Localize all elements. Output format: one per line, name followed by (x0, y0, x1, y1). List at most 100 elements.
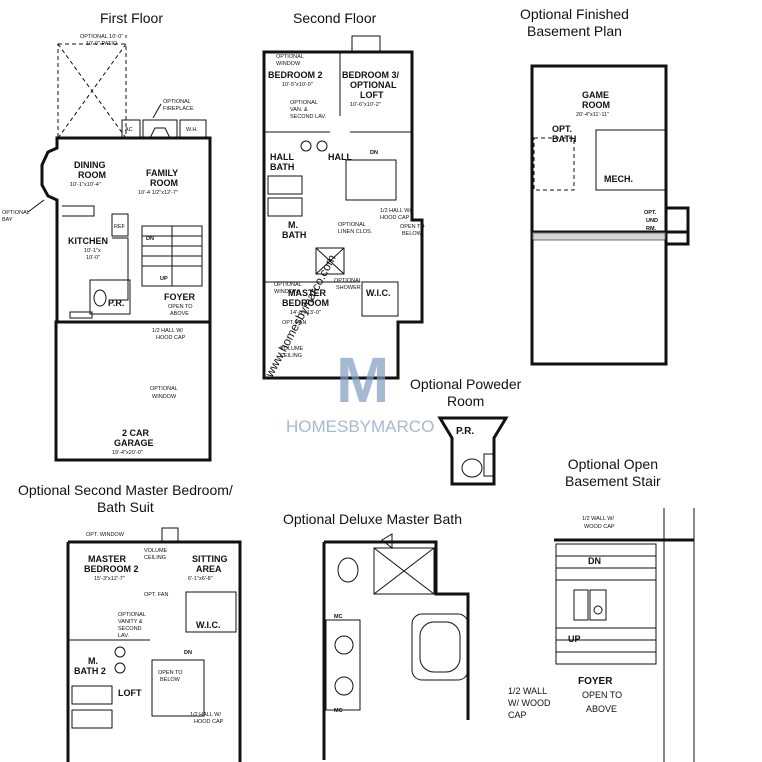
volume-ceiling-2: CEILING (280, 353, 302, 359)
master-bedroom-dim: 14'-0"x13'-0" (290, 310, 321, 316)
watermark-url: www.homesbymarco.com (262, 252, 339, 380)
deluxe-bath-outer-wall (322, 540, 470, 760)
basement-outer-wall (530, 64, 668, 366)
os-up-label: UP (568, 634, 581, 644)
os-half-wall-top-1: 1/2 WALL W/ (582, 516, 614, 522)
bedroom3-name: BEDROOM 3/ (342, 70, 400, 80)
os-stairs (555, 543, 657, 665)
heading-second-floor: Second Floor (293, 10, 377, 26)
sf-opt-fan: OPT. FAN (282, 320, 306, 326)
sm-volume-1: VOLUME (144, 548, 168, 554)
sm-master-name: MASTER (88, 554, 127, 564)
opt-bath-label-1: OPT. (552, 124, 572, 134)
mech-label: MECH. (604, 174, 633, 184)
sm-bath-name-2: BATH 2 (74, 666, 106, 676)
optional-bath (533, 137, 575, 191)
second-floor-plan: OPTIONAL WINDOW BEDROOM 2 10'-5"x10'-0" … (262, 35, 425, 380)
deluxe-toilet (337, 557, 359, 583)
master-bath-name: M. (288, 220, 298, 230)
walk-in-closet (361, 281, 399, 317)
deluxe-mc-bottom: MC (334, 708, 343, 714)
sm-vanity-4: LAV. (118, 633, 129, 639)
second-master-outer-wall (66, 540, 242, 762)
second-floor-chimney (351, 35, 381, 53)
basement-stairs-area (595, 129, 667, 191)
opt-shower-1: OPTIONAL (334, 278, 362, 284)
garage-name-1: 2 CAR (122, 428, 150, 438)
sm-wic-label: W.I.C. (196, 620, 221, 630)
family-room-name-2: ROOM (150, 178, 178, 188)
sf-opt-window-b-2: WINDOW (274, 289, 299, 295)
os-open-to: OPEN TO (582, 690, 622, 700)
van-label-2: VAN. & (290, 107, 308, 113)
opt-und-rm-1: OPT. (644, 210, 657, 216)
fireplace-label-2: FIREPLACE (163, 106, 194, 112)
os-half-wall-bot-3: CAP (508, 710, 527, 720)
powder-room-outline (437, 416, 509, 486)
sm-master-dim: 15'-3"x12'-7" (94, 576, 125, 582)
dining-room-dim: 10'-1"x10'-4" (70, 182, 101, 188)
refrigerator (111, 213, 129, 237)
sm-vanity-2: VANITY & (118, 619, 143, 625)
heading-basement-line2: Basement Plan (527, 23, 622, 39)
first-floor-outer-wall (40, 136, 212, 462)
hall-label: HALL (328, 152, 352, 162)
powder-pr-label: P.R. (456, 426, 474, 437)
linen-label-2: LINEN CLOS. (338, 229, 373, 235)
opt-bath-label-2: BATH (552, 134, 576, 144)
dining-room-name-2: ROOM (78, 170, 106, 180)
second-floor-stairs (345, 159, 397, 201)
watermark-brand: HOMESBYMARCO (286, 417, 434, 436)
stairs-dn-label: DN (146, 236, 154, 242)
os-foyer-label: FOYER (578, 676, 613, 687)
os-half-wall-bot-2: W/ WOOD (508, 698, 551, 708)
opt-shower-2: SHOWER (336, 285, 361, 291)
sm-vanity-3: SECOND (118, 626, 142, 632)
master-bath-tub (267, 197, 303, 217)
foyer-open-to: OPEN TO (168, 304, 193, 310)
patio-label-1: OPTIONAL 10'-0" x (80, 34, 128, 40)
half-wall-label-2: HOOD CAP (156, 335, 186, 341)
os-half-wall-top-2: WOOD CAP (584, 524, 615, 530)
sm-opt-fan: OPT. FAN (144, 592, 168, 598)
hall-bath-tub (267, 175, 303, 195)
ac-label: AC (125, 127, 133, 133)
garage-opt-window-1: OPTIONAL (150, 386, 178, 392)
sitting-area-name-2: AREA (196, 564, 222, 574)
sm-stairs (151, 659, 205, 717)
heading-powder-line1: Optional Poweder (410, 376, 522, 392)
bedroom3-dim: 10'-6"x10'-2" (350, 102, 381, 108)
watermark-logo-icon: M (336, 344, 389, 416)
heading-second-master-line1: Optional Second Master Bedroom/ (18, 482, 233, 498)
sm-bath-name: M. (88, 656, 98, 666)
heading-first-floor: First Floor (100, 10, 163, 26)
ac-unit (121, 119, 141, 139)
sm-opt-window: OPT. WINDOW (86, 532, 125, 538)
heading-basement-line1: Optional Finished (520, 6, 629, 22)
os-dn-label: DN (588, 556, 601, 566)
sm-dn-label: DN (184, 650, 192, 656)
kitchen-name: KITCHEN (68, 236, 108, 246)
sf-opt-window-b-1: OPTIONAL (274, 282, 302, 288)
sm-wic (185, 591, 237, 633)
dining-room-name: DINING (74, 160, 106, 170)
sf-dn-label: DN (370, 150, 378, 156)
master-bedroom-name-2: BEDROOM (282, 298, 329, 308)
sf-open-to-2: BELOW (402, 231, 423, 237)
van-label-1: OPTIONAL (290, 100, 318, 106)
sm-master-name-2: BEDROOM 2 (84, 564, 139, 574)
heading-open-stair: Optional Open Basement Stair (565, 456, 661, 490)
garage-opt-window-2: WINDOW (152, 394, 177, 400)
wic-label: W.I.C. (366, 288, 391, 298)
family-room-name: FAMILY (146, 168, 178, 178)
opt-und-rm-3: RM. (646, 226, 657, 232)
sf-half-wall-2: HOOD CAP (380, 215, 410, 221)
second-master-plan: OPT. WINDOW MASTER BEDROOM 2 15'-3"x12'-… (66, 527, 242, 762)
sm-loft-label: LOFT (118, 688, 142, 698)
foyer-label: FOYER (164, 292, 196, 302)
deluxe-mc-top: MC (334, 614, 343, 620)
sm-open-to-1: OPEN TO (158, 670, 183, 676)
sf-open-to-1: OPEN TO (400, 224, 425, 230)
kitchen-dim-2: 10'-0" (86, 255, 100, 261)
